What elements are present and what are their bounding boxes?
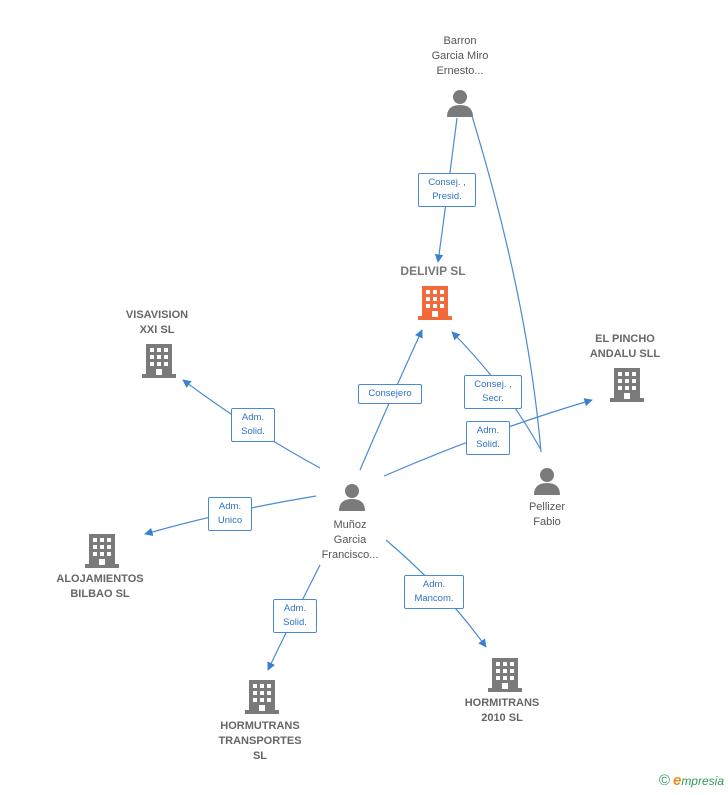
edge-pellizer-barron — [471, 115, 542, 453]
node-hormitrans[interactable]: HORMITRANS 2010 SL — [427, 656, 577, 728]
node-label-delivip: DELIVIP SL — [400, 264, 466, 278]
node-label-hormutrans: HORMUTRANS TRANSPORTES SL — [218, 720, 302, 762]
node-visavision[interactable]: VISAVISION XXI SL — [82, 306, 232, 378]
person-icon — [339, 484, 365, 511]
node-label-munoz: Muñoz Garcia Francisco... — [321, 519, 379, 561]
building-icon — [418, 286, 452, 320]
brand-logo-e: e — [672, 772, 682, 789]
building-icon — [245, 680, 279, 714]
edge-label-munoz-visavision[interactable]: Adm. Solid. — [231, 408, 275, 442]
node-label-hormitrans: HORMITRANS 2010 SL — [464, 697, 540, 724]
node-pellizer[interactable]: Pellizer Fabio — [472, 464, 622, 534]
edge-label-pellizer-delivip[interactable]: Consej. , Secr. — [464, 375, 522, 409]
node-label-pincho: EL PINCHO ANDALU SLL — [589, 333, 661, 360]
brand-name: mpresia — [681, 774, 724, 788]
person-icon — [447, 90, 473, 117]
edge-label-munoz-alojamientos[interactable]: Adm. Unico — [208, 497, 252, 531]
node-hormutrans[interactable]: HORMUTRANS TRANSPORTES SL — [185, 678, 335, 768]
building-icon — [488, 658, 522, 692]
edge-label-munoz-hormitrans[interactable]: Adm. Mancom. — [404, 575, 464, 609]
building-icon — [142, 344, 176, 378]
edge-label-munoz-delivip[interactable]: Consejero — [358, 384, 422, 404]
node-pincho[interactable]: EL PINCHO ANDALU SLL — [550, 330, 700, 402]
node-label-visavision: VISAVISION XXI SL — [125, 309, 189, 336]
node-label-barron: Barron Garcia Miro Ernesto... — [431, 35, 489, 77]
edge-label-munoz-hormutrans[interactable]: Adm. Solid. — [273, 599, 317, 633]
building-icon — [610, 368, 644, 402]
footer-brand: ©empresia — [659, 772, 724, 789]
node-delivip[interactable]: DELIVIP SL — [358, 262, 508, 322]
edge-label-munoz-pincho[interactable]: Adm. Solid. — [466, 421, 510, 455]
node-label-alojamientos: ALOJAMIENTOS BILBAO SL — [56, 573, 144, 600]
copyright-symbol: © — [658, 772, 670, 789]
edge-label-barron-delivip[interactable]: Consej. , Presid. — [418, 173, 476, 207]
person-icon — [534, 468, 560, 495]
node-label-pellizer: Pellizer Fabio — [528, 501, 566, 528]
building-icon — [85, 534, 119, 568]
node-barron[interactable]: Barron Garcia Miro Ernesto... — [382, 32, 538, 122]
node-alojamientos[interactable]: ALOJAMIENTOS BILBAO SL — [25, 532, 175, 604]
node-munoz[interactable]: Muñoz Garcia Francisco... — [275, 482, 425, 567]
